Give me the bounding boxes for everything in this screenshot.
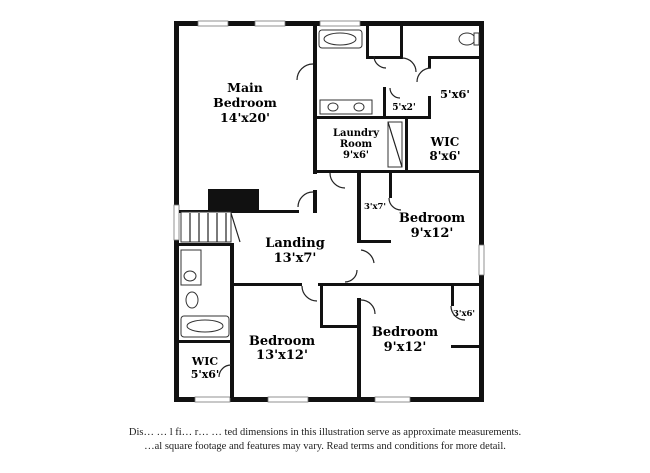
room-bedroom-east-name: Bedroom [399, 211, 466, 226]
room-linen-closet-size: 5'x2' [392, 103, 415, 113]
room-bath-closet-size: 5'x6' [440, 87, 470, 101]
room-main-bedroom-name-1: Main [227, 80, 263, 95]
room-bedroom-east-size: 9'x12' [411, 226, 454, 241]
room-wic-small-name: WIC [191, 355, 218, 368]
room-bedroom-southwest-size: 13'x12' [256, 348, 308, 363]
room-wic-main-size: 8'x6' [429, 149, 460, 163]
disclaimer-line-2: …al square footage and features may vary… [144, 441, 506, 452]
room-main-bedroom-name-2: Bedroom [213, 95, 277, 110]
disclaimer-line-1: Dis… … l fi… r… … ted dimensions in this… [128, 427, 522, 438]
room-bedroom-southeast-name: Bedroom [372, 325, 439, 340]
room-bedroom-southeast-size: 9'x12' [384, 340, 427, 355]
room-labels: Main Bedroom 14'x20' 5'x6' 5'x2' Laundry… [191, 80, 475, 381]
staircase [180, 211, 241, 243]
room-laundry-size: 9'x6' [343, 150, 369, 161]
room-landing-name: Landing [265, 236, 325, 251]
windows [173, 20, 485, 403]
room-bedroom-southwest-name: Bedroom [249, 334, 316, 349]
interior-walls [179, 24, 482, 398]
room-laundry-name-2: Room [340, 139, 373, 150]
fireplace-block [208, 189, 259, 211]
room-wic-small-size: 5'x6' [191, 368, 220, 381]
room-landing-size: 13'x7' [274, 251, 317, 266]
room-closet-3x7-size: 3'x7' [364, 202, 386, 212]
room-laundry-name-1: Laundry [333, 128, 380, 139]
door-swings [218, 55, 466, 378]
room-main-bedroom-size: 14'x20' [220, 110, 270, 125]
bath-fixtures [180, 29, 480, 338]
room-closet-3x6-size: 3'x6' [453, 309, 475, 319]
room-wic-main-name: WIC [430, 135, 460, 149]
